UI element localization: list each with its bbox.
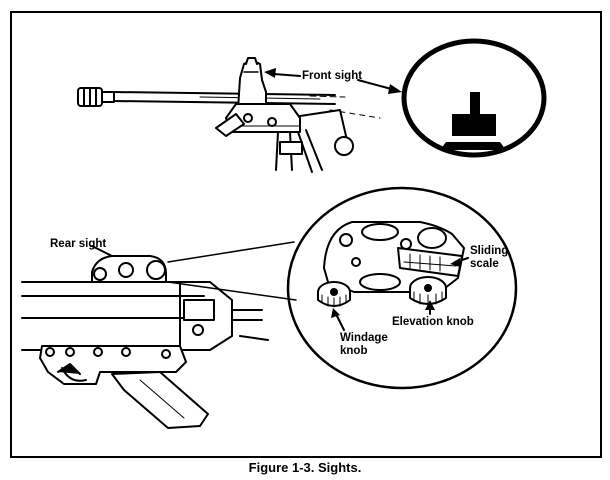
- magnify-line-bottom: [167, 281, 297, 301]
- front-sight-view-leader: [357, 79, 396, 91]
- sliding-scale-label-line1: Sliding: [470, 245, 509, 257]
- front-sight-label: Front sight: [302, 70, 363, 82]
- sliding-scale-label: Sliding scale: [470, 245, 508, 271]
- magnify-line-top: [167, 241, 295, 263]
- front-sight-view: [401, 38, 547, 158]
- figure-frame: [10, 11, 602, 458]
- receiver-rear-sight-drawing: [21, 255, 269, 429]
- rear-sight-label: Rear sight: [50, 238, 107, 250]
- rear-sight-detail-view: [286, 186, 518, 390]
- elevation-knob-label: Elevation knob: [392, 316, 474, 328]
- barrel-front-sight-drawing: [77, 57, 381, 173]
- windage-knob-label: Windage knob: [340, 332, 388, 358]
- windage-knob-leader: [335, 313, 345, 331]
- rear-sight-leader: [91, 245, 113, 257]
- front-sight-leader: [273, 73, 301, 77]
- windage-knob-label-line2: knob: [340, 345, 368, 357]
- sliding-scale-label-line2: scale: [470, 258, 499, 270]
- windage-knob-label-line1: Windage: [340, 332, 388, 344]
- figure-caption: Figure 1-3. Sights.: [248, 460, 362, 475]
